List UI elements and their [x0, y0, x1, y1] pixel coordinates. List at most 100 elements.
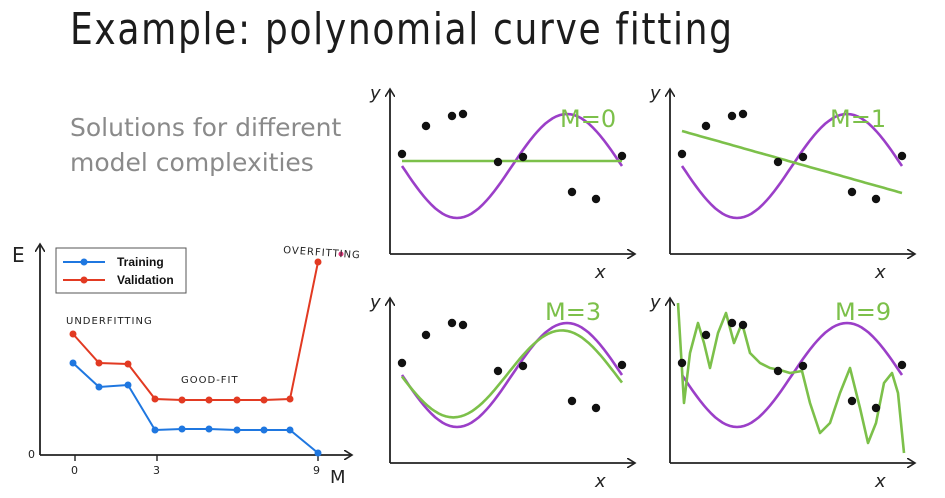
legend-validation-label: Validation — [117, 273, 174, 287]
legend-training-marker — [80, 258, 88, 266]
panel-m1-x-label: x — [874, 262, 886, 283]
underfitting-annotation: UNDERFITTING — [66, 316, 153, 327]
validation-point-8 — [286, 395, 294, 403]
training-point-5 — [205, 425, 213, 433]
tick-label-9: 9 — [313, 464, 320, 477]
panel-m0-y-label: y — [369, 83, 381, 104]
panel-m9-data-point-1 — [701, 330, 711, 340]
overfitting-annotation: OVERFITTING — [283, 245, 361, 261]
validation-point-0 — [69, 330, 77, 338]
panel-m3-data-point-7 — [591, 403, 601, 413]
overfitting-accent-dot — [338, 251, 344, 257]
panel-m1-data-point-8 — [897, 151, 907, 161]
panel-m0-data-point-2 — [447, 111, 457, 121]
panel-m3-data-point-5 — [518, 361, 528, 371]
panel-m1-data-point-0 — [677, 149, 687, 159]
validation-point-1 — [95, 359, 103, 367]
training-point-6 — [233, 426, 241, 434]
panel-m0-label: M=0 — [560, 105, 616, 133]
panel-m1-true-curve — [680, 112, 904, 220]
panel-m9-fit-curve — [676, 302, 906, 454]
training-series-line — [72, 362, 319, 454]
m-axis-label: M — [330, 467, 346, 488]
subtitle-line-2: model complexities — [70, 148, 314, 177]
validation-series-line — [72, 261, 319, 401]
panel-m3-y-label: y — [369, 292, 381, 313]
panel-m3-data-point-4 — [493, 366, 503, 376]
panel-m9-y-label: y — [649, 292, 661, 313]
panel-m0-data-point-0 — [397, 149, 407, 159]
panel-m1-data-point-7 — [871, 194, 881, 204]
validation-point-7 — [260, 396, 268, 404]
panel-m3-data-point-3 — [458, 320, 468, 330]
training-point-1 — [95, 383, 103, 391]
validation-point-2 — [124, 360, 132, 368]
panel-m9-data-point-6 — [847, 396, 857, 406]
panel-m0-data-point-1 — [421, 121, 431, 131]
validation-point-3 — [151, 395, 159, 403]
panel-m9-x-label: x — [874, 471, 886, 492]
subtitle-line-1: Solutions for different — [70, 113, 342, 142]
legend-box — [55, 247, 187, 294]
panel-m9: y x M=9 — [649, 292, 915, 492]
legend-validation-marker — [80, 276, 88, 284]
training-point-3 — [151, 426, 159, 434]
panel-m9-data-point-7 — [871, 403, 881, 413]
panel-m0-data-point-3 — [458, 109, 468, 119]
page-title: Example: polynomial curve fitting — [70, 4, 734, 55]
training-point-2 — [124, 381, 132, 389]
panel-m0-data-point-6 — [567, 187, 577, 197]
legend: Training Validation — [55, 247, 187, 294]
panel-m0-data-point-8 — [617, 151, 627, 161]
training-point-9 — [314, 449, 322, 457]
panel-m1-data-point-4 — [773, 157, 783, 167]
panel-m1-data-point-5 — [798, 152, 808, 162]
panel-m1-label: M=1 — [830, 105, 886, 133]
subtitle: Solutions for different model complexiti… — [70, 110, 370, 180]
panel-m3-fit-curve — [400, 329, 624, 419]
panel-m3: y x M=3 — [369, 292, 635, 492]
panel-m9-data-point-8 — [897, 360, 907, 370]
training-point-0 — [69, 359, 77, 367]
error-plot: E M 0 0 3 9 Training Validation UNDERFIT… — [12, 243, 361, 488]
validation-point-9 — [314, 258, 322, 266]
panel-m3-x-label: x — [594, 471, 606, 492]
validation-point-6 — [233, 396, 241, 404]
validation-point-4 — [178, 396, 186, 404]
panel-m1: y x M=1 — [649, 83, 915, 283]
panel-m1-fit-curve — [681, 129, 903, 195]
panel-m1-y-label: y — [649, 83, 661, 104]
validation-point-5 — [205, 396, 213, 404]
panel-m9-data-point-4 — [773, 366, 783, 376]
panel-m9-label: M=9 — [835, 298, 891, 326]
panel-m1-data-point-2 — [727, 111, 737, 121]
panel-m1-data-point-6 — [847, 187, 857, 197]
panel-m1-data-point-3 — [738, 109, 748, 119]
panel-m3-label: M=3 — [545, 298, 601, 326]
training-point-7 — [260, 426, 268, 434]
training-point-4 — [178, 425, 186, 433]
training-point-8 — [286, 426, 294, 434]
good-fit-annotation: GOOD-FIT — [181, 375, 239, 386]
legend-training-label: Training — [117, 255, 164, 269]
tick-label-0: 0 — [71, 464, 78, 477]
error-axis-label: E — [12, 243, 25, 267]
panel-m0-true-curve — [400, 112, 624, 220]
panel-m0-data-point-4 — [493, 157, 503, 167]
panel-m0: yxM=0 — [369, 83, 635, 283]
panel-m3-data-point-6 — [567, 396, 577, 406]
panel-m9-data-point-0 — [677, 358, 687, 368]
panel-m3-data-point-0 — [397, 358, 407, 368]
panel-m9-data-point-3 — [738, 320, 748, 330]
panel-m9-data-point-2 — [727, 318, 737, 328]
panel-m9-data-point-5 — [798, 361, 808, 371]
panel-m0-data-point-5 — [518, 152, 528, 162]
zero-label: 0 — [28, 448, 35, 461]
tick-label-3: 3 — [153, 464, 160, 477]
panel-m3-data-point-1 — [421, 330, 431, 340]
panel-m1-data-point-1 — [701, 121, 711, 131]
panel-m3-data-point-2 — [447, 318, 457, 328]
panel-m3-data-point-8 — [617, 360, 627, 370]
panel-m3-true-curve — [400, 321, 624, 429]
